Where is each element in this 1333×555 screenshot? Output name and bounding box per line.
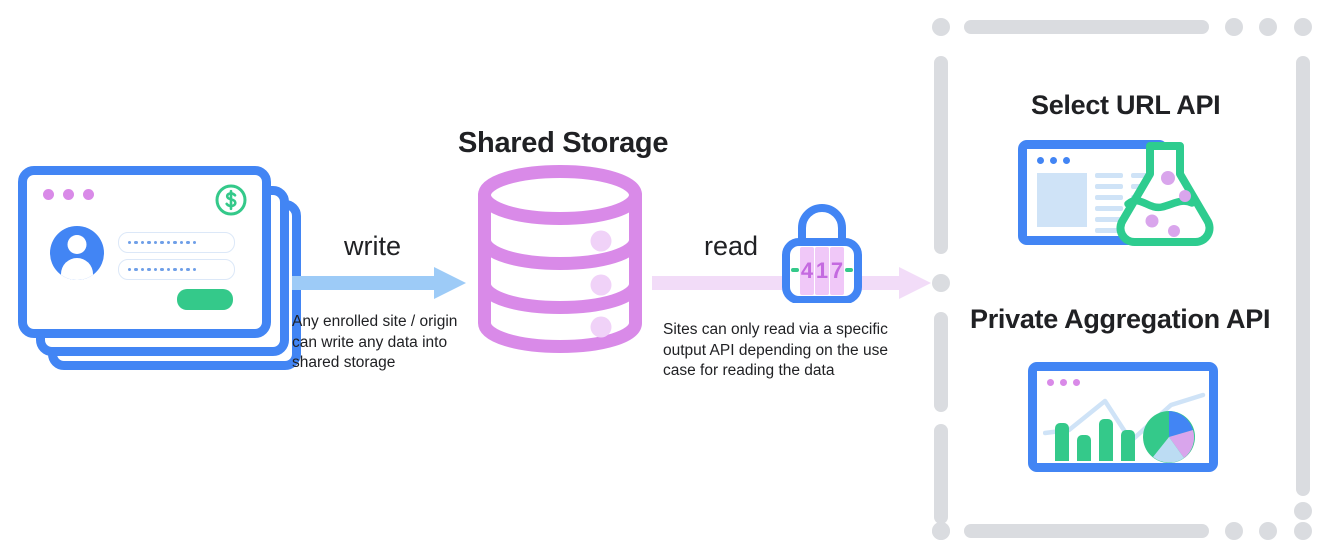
- window-dot-icon: [63, 189, 74, 200]
- write-caption: Any enrolled site / origin can write any…: [292, 313, 458, 372]
- shared-storage-database-icon: [470, 164, 650, 354]
- avatar-head: [67, 235, 87, 254]
- window-dots: [43, 189, 94, 200]
- panel-border-dash: [964, 524, 1209, 538]
- field-masked-dots: [128, 267, 197, 272]
- panel-border-dot: [1225, 18, 1243, 36]
- storage-dot: [590, 274, 612, 296]
- private-aggregation-api-title: Private Aggregation API: [970, 304, 1271, 334]
- combination-lock-icon: 4 1 7: [778, 203, 866, 304]
- panel-border-dot: [932, 522, 950, 540]
- select-url-api-illustration: [1018, 140, 1228, 255]
- field-masked-dots: [128, 240, 197, 245]
- shared-storage-title: Shared Storage: [458, 127, 669, 159]
- password-field[interactable]: [118, 259, 235, 280]
- window-dot-icon: [83, 189, 94, 200]
- bar: [1121, 430, 1135, 461]
- panel-border-dot: [1294, 522, 1312, 540]
- window-dots: [1037, 157, 1070, 164]
- write-arrow-label: write: [344, 231, 402, 261]
- user-avatar-icon: [50, 226, 104, 280]
- panel-border-dash: [934, 312, 948, 412]
- window-dot-icon: [43, 189, 54, 200]
- enrolled-sites-card-stack: [14, 164, 314, 370]
- read-caption: Sites can only read via a specific outpu…: [663, 321, 888, 380]
- private-aggregation-api-illustration: [1028, 362, 1218, 480]
- panel-border-dot: [1259, 522, 1277, 540]
- window-dot-icon: [1063, 157, 1070, 164]
- window-dot-icon: [1073, 379, 1080, 386]
- storage-dot: [590, 230, 612, 252]
- output-apis-panel: [918, 10, 1322, 545]
- panel-border-dash: [964, 20, 1209, 34]
- bar: [1077, 435, 1091, 461]
- svg-text:1: 1: [816, 258, 828, 283]
- select-url-api-title: Select URL API: [1031, 90, 1221, 120]
- panel-border-dash: [934, 56, 948, 254]
- content-block: [1037, 173, 1087, 227]
- window-dot-icon: [1050, 157, 1057, 164]
- avatar-body: [61, 258, 93, 280]
- window-dot-icon: [1060, 379, 1067, 386]
- write-arrow-icon: [292, 266, 467, 305]
- svg-text:7: 7: [831, 258, 843, 283]
- dollar-circle-icon: [214, 183, 248, 217]
- window-dot-icon: [1037, 157, 1044, 164]
- window-dots: [1047, 379, 1080, 386]
- panel-border-dash: [1296, 56, 1310, 496]
- flask-icon: [1110, 138, 1220, 261]
- read-arrow-label: read: [704, 231, 759, 261]
- submit-button[interactable]: [177, 289, 233, 310]
- panel-border-dot: [1225, 522, 1243, 540]
- window-dot-icon: [1047, 379, 1054, 386]
- panel-border-dot: [932, 18, 950, 36]
- site-card-front: [18, 166, 271, 338]
- panel-border-dot: [932, 274, 950, 292]
- panel-border-dot: [1259, 18, 1277, 36]
- svg-text:4: 4: [801, 258, 814, 283]
- panel-border-dot: [1294, 18, 1312, 36]
- pie-chart: [1143, 411, 1195, 463]
- panel-border-dot: [1294, 502, 1312, 520]
- panel-border-dash: [934, 424, 948, 524]
- bar: [1055, 423, 1069, 461]
- dashboard-window: [1028, 362, 1218, 472]
- bar: [1099, 419, 1113, 461]
- storage-dot: [590, 316, 612, 338]
- username-field[interactable]: [118, 232, 235, 253]
